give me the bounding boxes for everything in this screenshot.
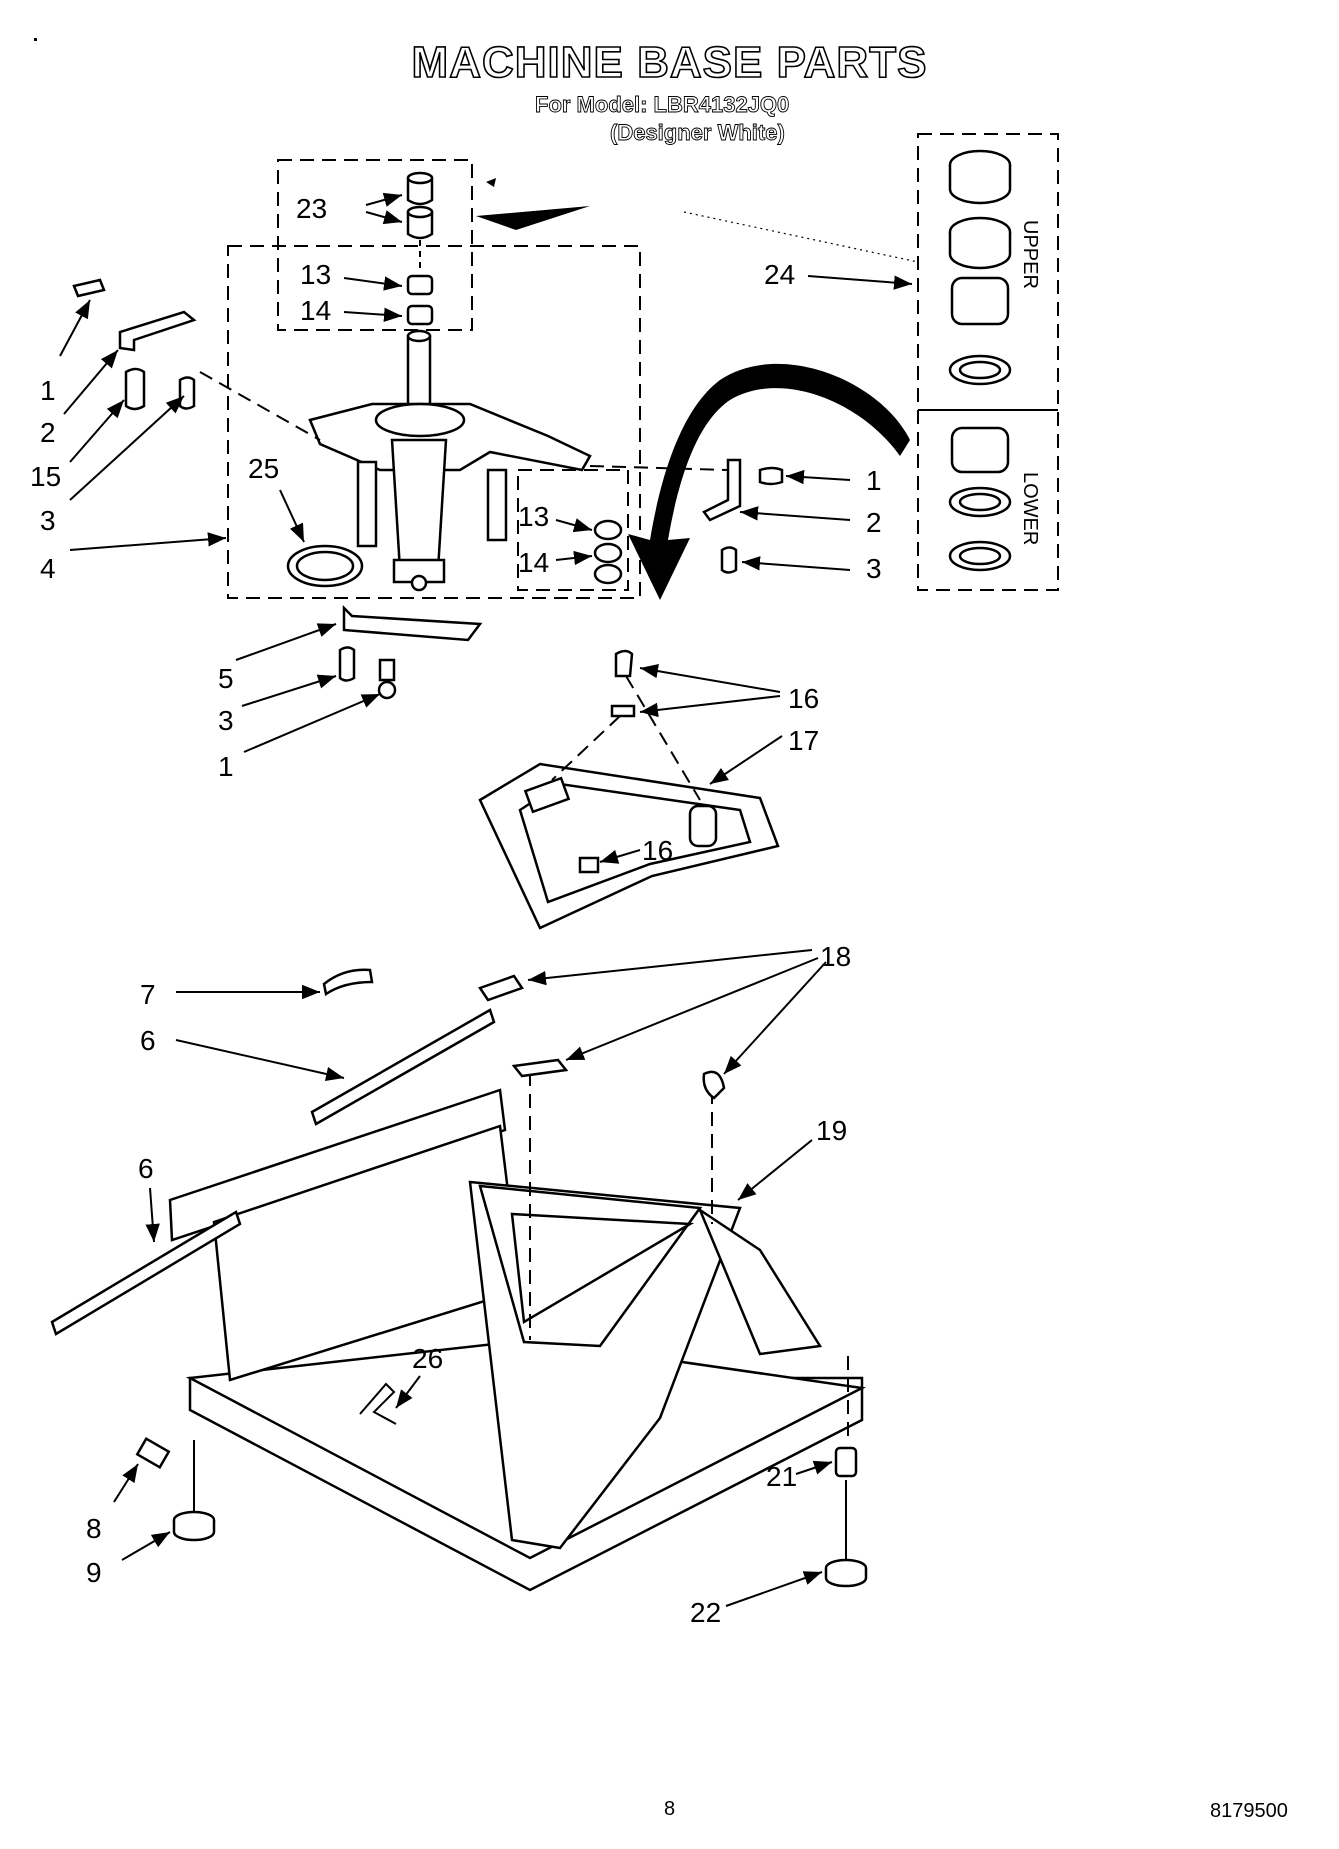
right-bracket-group xyxy=(589,458,784,574)
callout-14-lower: 14 xyxy=(518,547,549,578)
callout-3-lower: 3 xyxy=(218,705,234,736)
callout-18: 18 xyxy=(820,941,851,972)
callout-9: 9 xyxy=(86,1557,102,1588)
callout-1-left: 1 xyxy=(40,375,56,406)
page-title: MACHINE BASE PARTS xyxy=(411,37,928,88)
callout-6-lower: 6 xyxy=(138,1153,154,1184)
callout-1-right: 1 xyxy=(866,465,882,496)
callout-14-upper: 14 xyxy=(300,295,331,326)
callout-16-bottom: 16 xyxy=(642,835,673,866)
page-number: 8 xyxy=(664,1798,676,1820)
callout-21: 21 xyxy=(766,1461,797,1492)
callout-13-upper: 13 xyxy=(300,259,331,290)
left-bracket-group xyxy=(72,278,321,441)
upper-mount-stack xyxy=(406,171,434,326)
top-frame xyxy=(478,649,780,930)
callout-15: 15 xyxy=(30,461,61,492)
variant-label: (Designer White) xyxy=(610,120,786,146)
callout-3-left: 3 xyxy=(40,505,56,536)
lower-label: LOWER xyxy=(1019,472,1041,545)
callout-6-upper: 6 xyxy=(140,1025,156,1056)
callout-8: 8 xyxy=(86,1513,102,1544)
bottom-small-parts xyxy=(50,968,726,1425)
lower-bracket-group xyxy=(338,604,483,700)
curved-move-arrow xyxy=(628,363,910,600)
callout-2-right: 2 xyxy=(866,507,882,538)
model-label: For Model: LBR4132JQ0 xyxy=(535,92,790,118)
callout-5: 5 xyxy=(218,663,234,694)
callout-7: 7 xyxy=(140,979,156,1010)
inset-leader xyxy=(683,211,919,263)
lower-right-mounts xyxy=(593,519,623,585)
callout-26: 26 xyxy=(412,1343,443,1374)
leveling-feet xyxy=(135,1436,868,1588)
callout-22: 22 xyxy=(690,1597,721,1628)
callout-19: 19 xyxy=(816,1115,847,1146)
ring-gasket xyxy=(286,544,364,588)
callout-3-right: 3 xyxy=(866,553,882,584)
stray-dot xyxy=(34,38,37,41)
callout-17: 17 xyxy=(788,725,819,756)
callout-4: 4 xyxy=(40,553,56,584)
suspension-assembly-box xyxy=(227,159,641,599)
callout-24: 24 xyxy=(764,259,795,290)
callout-25: 25 xyxy=(248,453,279,484)
callout-23: 23 xyxy=(296,193,327,224)
callout-2-left: 2 xyxy=(40,417,56,448)
bearing-inset: UPPER LOWER xyxy=(917,133,1059,591)
hub-spindle xyxy=(308,329,592,592)
callout-1-lower: 1 xyxy=(218,751,234,782)
upper-label: UPPER xyxy=(1019,220,1041,289)
document-number: 8179500 xyxy=(1210,1800,1288,1822)
machine-base-frame xyxy=(168,1072,867,1592)
leader-lines xyxy=(59,192,913,1607)
callout-16-top: 16 xyxy=(788,683,819,714)
callout-labels: 23 13 14 24 1 2 15 3 4 25 1 2 3 13 14 5 … xyxy=(30,193,882,1628)
assembly-direction-arrow xyxy=(476,206,590,230)
callout-13-lower: 13 xyxy=(518,501,549,532)
